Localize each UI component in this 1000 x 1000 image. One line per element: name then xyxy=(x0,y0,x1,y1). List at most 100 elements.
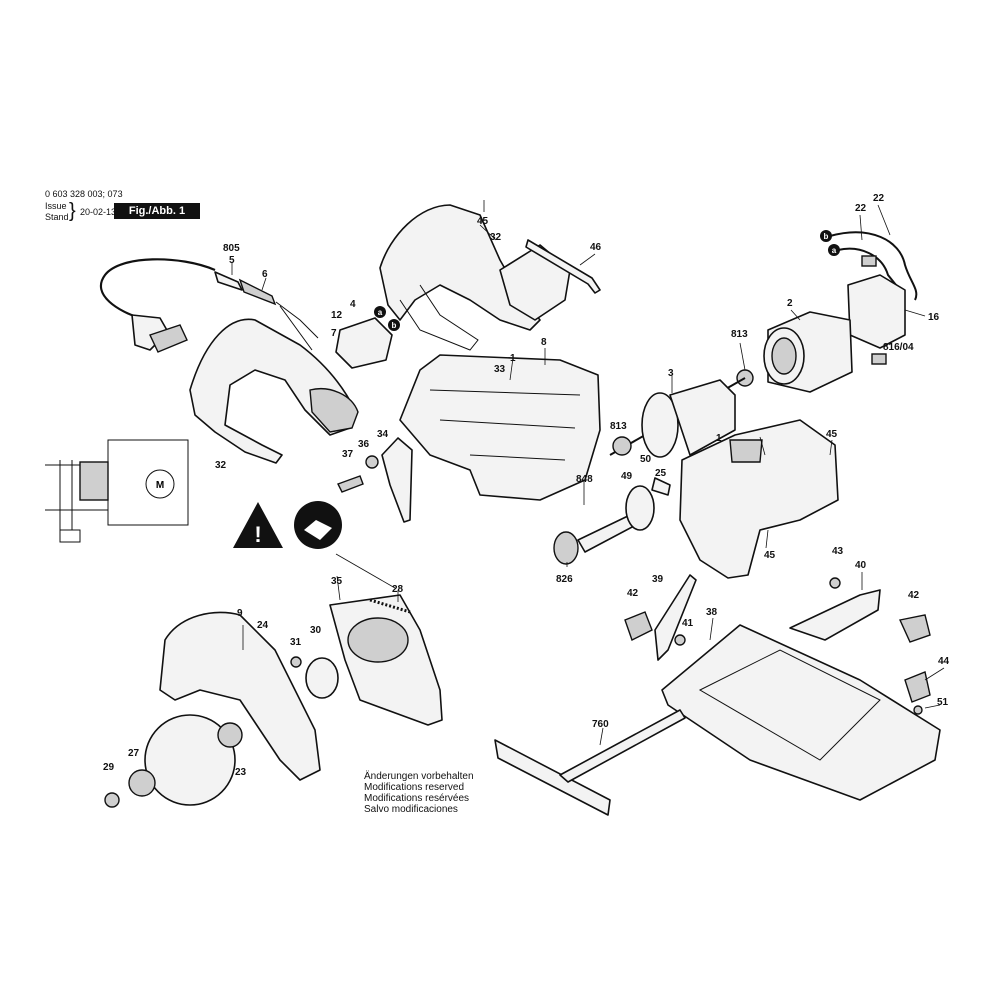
switch-part: a b xyxy=(335,306,400,369)
screw-31-part xyxy=(290,656,302,668)
callout-number: 29 xyxy=(103,762,115,773)
callout-number: 34 xyxy=(377,429,389,440)
gear-housing-part xyxy=(679,419,839,579)
callout-number: 42 xyxy=(627,588,639,599)
callout-number: 43 xyxy=(832,546,844,557)
callout-number: 8 xyxy=(541,337,547,348)
allen-key-part xyxy=(525,239,601,294)
figure-label: Fig./Abb. 1 xyxy=(114,203,200,219)
power-cord xyxy=(99,258,319,353)
upper-housing-part xyxy=(379,204,571,351)
washer-36-part xyxy=(365,455,379,469)
callout-number: 45 xyxy=(477,216,489,227)
brush-holder-part: b a xyxy=(820,230,918,365)
screw-37-part xyxy=(337,475,364,493)
callout-number: 813 xyxy=(610,421,627,432)
callout-number: 41 xyxy=(682,618,694,629)
callout-number: 51 xyxy=(937,697,949,708)
note-line: Modifications reserved xyxy=(364,782,465,793)
callout-number: 30 xyxy=(310,625,322,636)
callout-number: 7 xyxy=(331,328,337,339)
warning-mark: ! xyxy=(254,522,261,547)
callout-number: 36 xyxy=(358,439,370,450)
callout-number: 760 xyxy=(592,719,609,730)
callout-number: 22 xyxy=(873,193,885,204)
riving-knife-part xyxy=(381,437,413,523)
handle-part xyxy=(189,318,359,464)
callout-number: 28 xyxy=(392,584,404,595)
callout-number: 813 xyxy=(731,329,748,340)
wire-marker-a-icon xyxy=(374,306,386,318)
callout-number: 3 xyxy=(668,368,674,379)
bracket-40-part xyxy=(789,589,881,641)
callout-number: 38 xyxy=(706,607,718,618)
warning-triangle-icon xyxy=(233,502,283,548)
callout-number: 826 xyxy=(556,574,573,585)
motor-housing-part xyxy=(399,354,601,501)
callout-number: 23 xyxy=(235,767,247,778)
callout-number: 49 xyxy=(621,471,633,482)
wire-marker-label: a xyxy=(378,308,383,317)
issue-date: 20-02-13 xyxy=(80,207,117,217)
brace-glyph: } xyxy=(69,200,76,222)
wire-marker-label: b xyxy=(392,321,397,330)
callout-number: 33 xyxy=(494,364,506,375)
issue-label: Issue xyxy=(45,201,67,211)
svg-text:M: M xyxy=(156,480,164,491)
parallel-guide-part xyxy=(494,709,686,816)
callout-number: 32 xyxy=(215,460,227,471)
circuit-diagram: M xyxy=(45,439,189,543)
callout-number: 5 xyxy=(229,255,235,266)
note-line: Modifications resérvées xyxy=(364,793,470,804)
wire-marker-b-icon xyxy=(388,319,400,331)
flange-23-part xyxy=(217,722,243,748)
callout-number: 6 xyxy=(262,269,268,280)
callout-number: 816/04 xyxy=(883,342,914,353)
screw-41-part xyxy=(674,634,686,646)
callout-number: 39 xyxy=(652,574,664,585)
knob-42-right-part xyxy=(898,614,931,643)
callout-number: 1 xyxy=(510,353,516,364)
knob-42-left-part xyxy=(624,611,653,641)
bracket-39-part xyxy=(654,574,697,661)
callout-number: 46 xyxy=(590,242,602,253)
wire-marker-label: b xyxy=(824,232,829,241)
callout-number: 44 xyxy=(938,656,950,667)
callout-number: 16 xyxy=(928,312,940,323)
callout-number: 805 xyxy=(223,243,240,254)
callout-number: 2 xyxy=(787,298,793,309)
callout-number: 45 xyxy=(826,429,838,440)
callout-number: 4 xyxy=(350,299,356,310)
part-number-text: 0 603 328 003; 073 xyxy=(45,189,123,199)
callout-number: 27 xyxy=(128,748,140,759)
saw-blade-part xyxy=(144,714,236,806)
callout-number: 32 xyxy=(490,232,502,243)
lever-44-part xyxy=(904,671,931,703)
callout-number: 37 xyxy=(342,449,354,460)
callout-number: 848 xyxy=(576,474,593,485)
note-line: Änderungen vorbehalten xyxy=(364,771,474,782)
wire-marker-label: a xyxy=(832,246,837,255)
callout-number: 12 xyxy=(331,310,343,321)
screw-43-part xyxy=(829,577,841,589)
callout-number: 45 xyxy=(764,550,776,561)
callout-number: 40 xyxy=(855,560,867,571)
callout-number: 9 xyxy=(237,608,243,619)
callout-number: 42 xyxy=(908,590,920,601)
callout-number: 50 xyxy=(640,454,652,465)
stator-part xyxy=(763,311,853,393)
callout-number: 25 xyxy=(655,468,667,479)
screw-29-part xyxy=(104,792,120,808)
callout-number: 31 xyxy=(290,637,302,648)
stand-label: Stand xyxy=(45,212,69,222)
flange-27-part xyxy=(128,769,156,797)
callout-number: 1 xyxy=(716,433,722,444)
lower-guard-part xyxy=(329,594,443,726)
callout-labels: 45 32 46 22 22 805 5 6 4 12 7 2 16 816/0… xyxy=(103,193,950,778)
modification-notes: Änderungen vorbehalten Modifications res… xyxy=(364,771,474,815)
washer-51-part xyxy=(913,705,923,715)
gear-shaft-part xyxy=(553,477,671,565)
ring-30-part xyxy=(305,657,339,699)
